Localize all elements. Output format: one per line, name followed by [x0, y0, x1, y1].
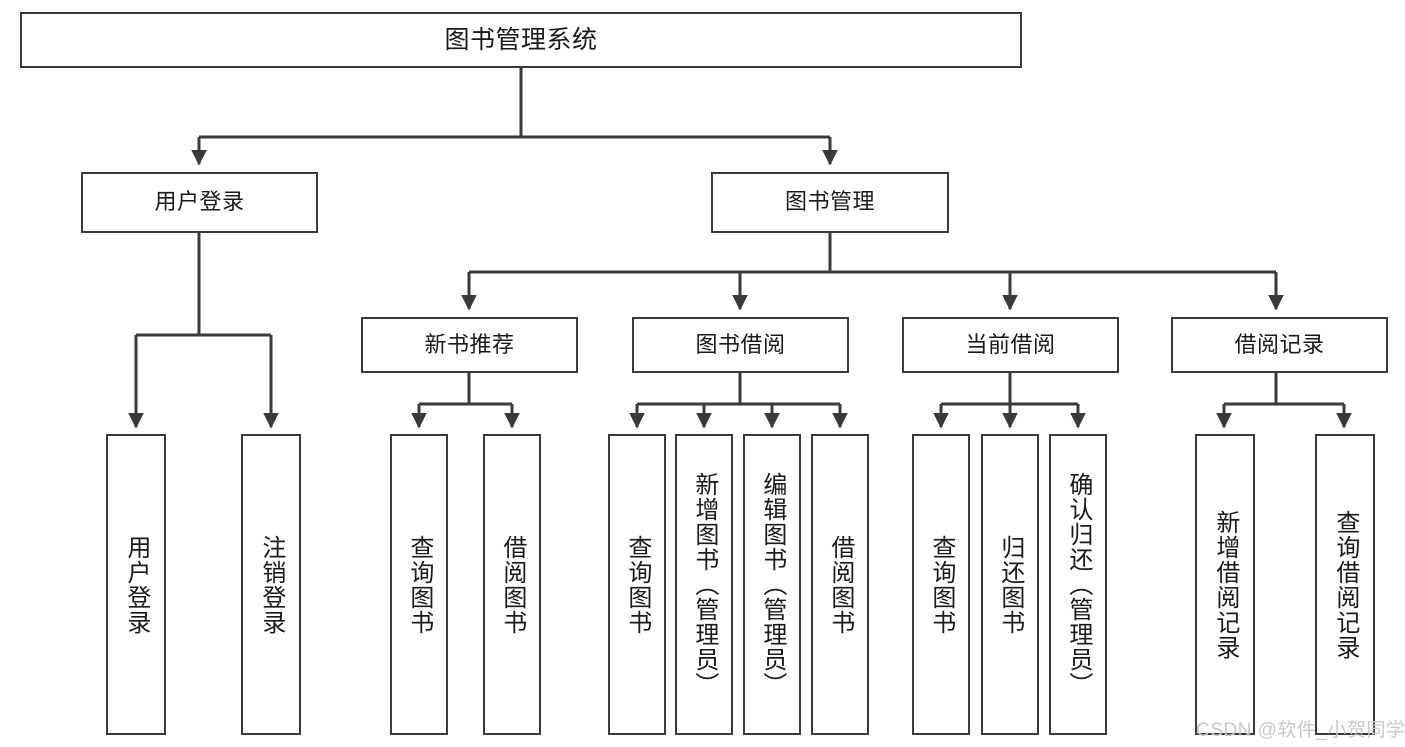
node-book-management[interactable]: 图书管理	[711, 172, 949, 233]
node-label: 新增图书（管理员）	[690, 472, 718, 697]
node-label: 查询图书	[623, 534, 651, 635]
node-label: 图书管理	[784, 189, 875, 215]
leaf-borrow-book[interactable]: 借阅图书	[811, 434, 869, 735]
node-borrow-record[interactable]: 借阅记录	[1171, 317, 1388, 373]
leaf-query-book-recommend[interactable]: 查询图书	[390, 434, 448, 735]
leaf-add-borrow-record[interactable]: 新增借阅记录	[1195, 434, 1255, 735]
leaf-borrow-book-recommend[interactable]: 借阅图书	[483, 434, 541, 735]
leaf-edit-book-admin[interactable]: 编辑图书（管理员）	[743, 434, 801, 735]
node-book-borrow[interactable]: 图书借阅	[632, 317, 849, 373]
leaf-user-login[interactable]: 用户登录	[106, 434, 166, 735]
csdn-watermark: CSDN @软件_小贺同学	[1196, 720, 1405, 741]
node-label: 查询图书	[927, 534, 955, 635]
node-label: 图书管理系统	[444, 26, 598, 54]
leaf-query-book-borrow[interactable]: 查询图书	[608, 434, 666, 735]
leaf-logout-login[interactable]: 注销登录	[241, 434, 301, 735]
node-label: 查询借阅记录	[1331, 509, 1359, 660]
node-label: 新增借阅记录	[1211, 509, 1239, 660]
node-label: 当前借阅	[965, 331, 1056, 357]
node-current-borrow[interactable]: 当前借阅	[902, 317, 1119, 373]
node-label: 编辑图书（管理员）	[758, 472, 786, 697]
leaf-confirm-return-admin[interactable]: 确认归还（管理员）	[1049, 434, 1107, 735]
node-label: 确认归还（管理员）	[1064, 472, 1092, 697]
node-label: 归还图书	[996, 534, 1024, 635]
node-label: 借阅图书	[826, 534, 854, 635]
node-new-book-recommend[interactable]: 新书推荐	[361, 317, 578, 373]
leaf-add-book-admin[interactable]: 新增图书（管理员）	[675, 434, 733, 735]
node-label: 借阅图书	[498, 534, 526, 635]
node-label: 用户登录	[122, 534, 150, 635]
node-label: 查询图书	[405, 534, 433, 635]
node-label: 图书借阅	[695, 331, 786, 357]
node-label: 新书推荐	[424, 331, 515, 357]
leaf-return-book[interactable]: 归还图书	[981, 434, 1039, 735]
node-label: 用户登录	[154, 189, 245, 215]
node-label: 注销登录	[257, 534, 285, 635]
node-root-book-management-system[interactable]: 图书管理系统	[20, 12, 1022, 68]
node-label: 借阅记录	[1234, 331, 1325, 357]
node-user-login[interactable]: 用户登录	[81, 172, 318, 233]
leaf-query-book-current[interactable]: 查询图书	[912, 434, 970, 735]
leaf-query-borrow-record[interactable]: 查询借阅记录	[1315, 434, 1375, 735]
